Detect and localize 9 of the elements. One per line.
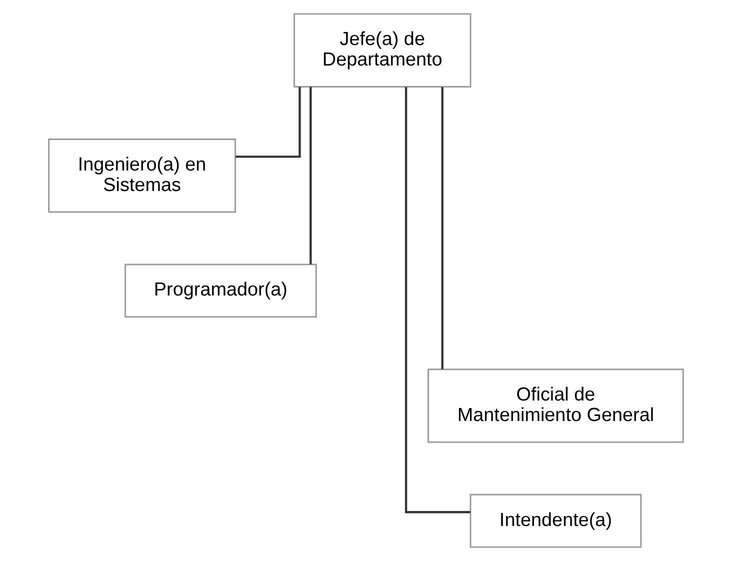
connector — [236, 86, 301, 158]
connector — [310, 86, 312, 264]
node-box: Ingeniero(a) en Sistemas — [48, 138, 236, 213]
node-box: Jefe(a) de Departamento — [294, 13, 472, 88]
node-box: Intendente(a) — [470, 494, 642, 548]
node-box: Programador(a) — [124, 264, 317, 318]
node-box: Oficial de Mantenimiento General — [428, 368, 684, 443]
connector — [404, 86, 470, 514]
connector — [441, 87, 444, 370]
